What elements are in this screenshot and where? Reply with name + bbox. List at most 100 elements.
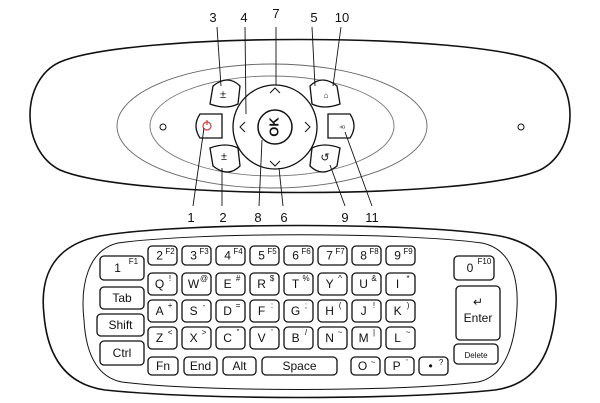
key-f-label: F xyxy=(258,304,265,318)
alt-key[interactable]: Alt xyxy=(222,356,257,376)
power-button[interactable] xyxy=(195,113,223,139)
key-k[interactable]: K) xyxy=(385,299,416,323)
key-1-cap xyxy=(99,255,145,281)
key-3-label: 3 xyxy=(190,249,197,263)
key-r[interactable]: R$ xyxy=(249,272,280,296)
key-l-cap xyxy=(385,326,416,350)
key-bottom-0-label: O xyxy=(358,359,367,373)
key-v[interactable]: V' xyxy=(249,326,280,350)
up-arrow-icon xyxy=(269,87,281,94)
key-x[interactable]: X> xyxy=(181,326,212,350)
key-8-label: 8 xyxy=(360,249,367,263)
key-i[interactable]: I* xyxy=(385,272,416,296)
key-e[interactable]: E# xyxy=(215,272,246,296)
key-h-label: H xyxy=(325,304,334,318)
key-bottom-0[interactable]: O~ xyxy=(350,356,381,376)
key-l[interactable]: L~ xyxy=(385,326,416,350)
key-h-alt-label: ( xyxy=(339,301,342,310)
key-g-cap xyxy=(283,299,314,323)
delete-key-label: Delete xyxy=(464,351,488,360)
delete-key-cap xyxy=(453,343,499,365)
key-j[interactable]: J! xyxy=(351,299,382,323)
volume-down-button[interactable] xyxy=(209,144,241,173)
key-u-alt-label: & xyxy=(371,274,377,283)
end-key[interactable]: End xyxy=(183,356,218,376)
key-d-cap xyxy=(215,299,246,323)
mic-button[interactable] xyxy=(327,113,355,139)
key-q-label: Q xyxy=(155,277,164,291)
key-a-cap xyxy=(147,299,178,323)
tab-key[interactable]: Tab xyxy=(99,286,145,310)
space-key-label: Space xyxy=(282,359,316,373)
key-q-cap xyxy=(147,272,178,296)
mic-icon: ♀ xyxy=(336,123,348,131)
key-q[interactable]: Q! xyxy=(147,272,178,296)
key-m[interactable]: M| xyxy=(351,326,382,350)
key-g-label: G xyxy=(291,304,300,318)
key-x-alt-label: > xyxy=(202,328,207,337)
key-bottom-2[interactable]: •? xyxy=(418,356,449,376)
key-f[interactable]: F: xyxy=(249,299,280,323)
left-arrow-icon xyxy=(239,121,246,133)
key-b[interactable]: B/ xyxy=(283,326,314,350)
key-u-cap xyxy=(351,272,382,296)
callout-4: 4 xyxy=(240,10,247,25)
key-bottom-1-label: P xyxy=(393,359,401,373)
enter-key[interactable]: Enter↵ xyxy=(455,285,501,341)
key-w-cap xyxy=(181,272,212,296)
key-6-cap xyxy=(283,245,314,266)
key-i-label: I xyxy=(396,277,399,291)
key-bottom-2-label: • xyxy=(428,359,432,373)
key-h[interactable]: H( xyxy=(317,299,348,323)
key-d[interactable]: D= xyxy=(215,299,246,323)
end-key-cap xyxy=(183,356,218,376)
key-c-cap xyxy=(215,326,246,350)
key-5-label: 5 xyxy=(258,249,265,263)
key-a[interactable]: A+ xyxy=(147,299,178,323)
key-6-alt-label: F6 xyxy=(301,247,311,256)
key-z[interactable]: Z< xyxy=(147,326,178,350)
key-c[interactable]: C" xyxy=(215,326,246,350)
key-4-cap xyxy=(215,245,246,266)
key-e-cap xyxy=(215,272,246,296)
key-n[interactable]: N~ xyxy=(317,326,348,350)
key-g-alt-label: ; xyxy=(305,301,307,310)
key-y[interactable]: Y^ xyxy=(317,272,348,296)
key-s[interactable]: S- xyxy=(181,299,212,323)
ctrl-key-label: Ctrl xyxy=(113,346,132,360)
key-9-cap xyxy=(385,245,416,266)
space-key[interactable]: Space xyxy=(261,356,338,376)
key-b-cap xyxy=(283,326,314,350)
key-bottom-1[interactable]: P' xyxy=(384,356,415,376)
callout-2: 2 xyxy=(219,210,226,225)
key-t[interactable]: T% xyxy=(283,272,314,296)
key-t-alt-label: % xyxy=(302,274,309,283)
delete-key[interactable]: Delete xyxy=(453,343,499,365)
callout-6: 6 xyxy=(280,210,287,225)
shift-key[interactable]: Shift xyxy=(96,313,145,337)
key-g[interactable]: G; xyxy=(283,299,314,323)
volume-up-button[interactable] xyxy=(209,79,241,108)
back-button[interactable] xyxy=(309,144,341,173)
key-4-label: 4 xyxy=(224,249,231,263)
key-q-alt-label: ! xyxy=(169,274,171,283)
key-u[interactable]: U& xyxy=(351,272,382,296)
ok-button[interactable] xyxy=(257,109,293,145)
key-8-cap xyxy=(351,245,382,266)
key-2-label: 2 xyxy=(156,249,163,263)
home-button[interactable] xyxy=(309,79,341,108)
ctrl-key[interactable]: Ctrl xyxy=(99,340,145,366)
fn-key[interactable]: Fn xyxy=(147,356,179,376)
key-w[interactable]: W@ xyxy=(181,272,212,296)
key-e-alt-label: # xyxy=(236,274,241,283)
